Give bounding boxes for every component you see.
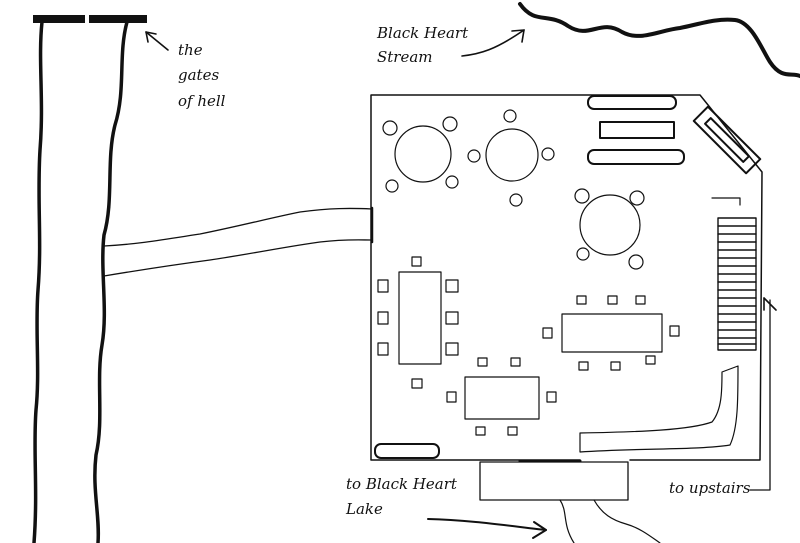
upstairs-label: to upstairs xyxy=(669,479,751,497)
lake-porch xyxy=(479,461,629,501)
round-table-2 xyxy=(467,109,555,207)
long-table-left xyxy=(377,256,459,389)
bench-top-1 xyxy=(587,95,677,110)
gates-of-hell-label-line1: the xyxy=(178,41,203,59)
round-table-1 xyxy=(382,116,459,193)
lake-path-right xyxy=(593,499,661,543)
angled-counter xyxy=(692,105,762,175)
bench-bottom-left xyxy=(374,443,440,459)
upstairs-route xyxy=(749,299,771,491)
lake-arrow xyxy=(427,518,547,539)
bench-top-3 xyxy=(587,149,685,165)
corridor-lower-wall xyxy=(103,239,373,277)
stairs-down-arrow xyxy=(711,197,741,206)
gates-arrow xyxy=(145,31,169,51)
lake-path-left xyxy=(559,499,575,543)
gates-of-hell-label-line2: gates xyxy=(178,66,220,84)
hell-passage-right-wall xyxy=(93,20,129,543)
black-heart-stream-label-line2: Stream xyxy=(377,48,433,66)
stream-arrow xyxy=(461,29,525,57)
bench-top-2 xyxy=(599,121,675,139)
black-heart-stream-label-line1: Black Heart xyxy=(377,24,469,42)
black-heart-lake-label-line1: to Black Heart xyxy=(346,475,457,493)
inner-walkway xyxy=(579,365,739,453)
gates-of-hell-label-line3: of hell xyxy=(178,92,226,110)
black-heart-stream-line xyxy=(518,2,800,78)
building-outline xyxy=(370,94,763,461)
long-table-right xyxy=(542,295,680,371)
round-table-3 xyxy=(574,188,645,270)
hell-passage-left-wall xyxy=(32,20,44,543)
gates-of-hell-right xyxy=(89,15,147,23)
gates-of-hell-left xyxy=(33,15,85,23)
staircase xyxy=(717,217,757,351)
black-heart-lake-label-line2: Lake xyxy=(346,500,383,518)
table-bottom xyxy=(446,357,557,436)
corridor-upper-wall xyxy=(103,207,373,247)
upstairs-arrow xyxy=(763,297,777,311)
